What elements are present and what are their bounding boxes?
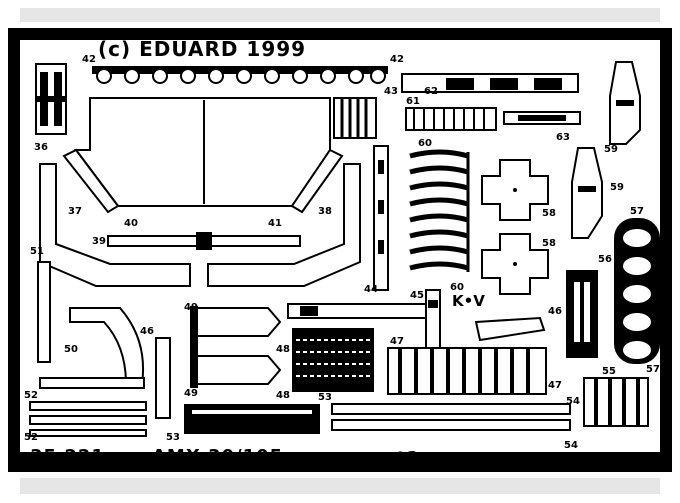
part-46-angled-strip	[474, 316, 546, 342]
part-label-61: 61	[406, 96, 420, 107]
part-36-bracket	[35, 63, 67, 135]
part-label-63: 63	[556, 132, 570, 143]
part-label-42a: 42	[82, 54, 96, 65]
part-51-vertical	[37, 261, 51, 363]
part-55-grille	[583, 377, 649, 427]
part-label-60b: 60	[450, 282, 464, 293]
part-label-55: 55	[602, 366, 616, 377]
part-label-49a: 49	[184, 302, 198, 313]
footer-code: 35 221	[30, 446, 105, 467]
part-label-41: 41	[268, 218, 282, 229]
part-47-ladder	[387, 347, 547, 395]
part-label-38: 38	[318, 206, 332, 217]
part-46-vertical	[155, 337, 171, 419]
part-label-59a: 59	[604, 144, 618, 155]
part-label-47b: 47	[548, 380, 562, 391]
part-label-52a: 52	[24, 390, 38, 401]
part-label-46a: 46	[140, 326, 154, 337]
part-label-49b: 49	[184, 388, 198, 399]
part-label-53a: 53	[318, 392, 332, 403]
part-59-bracket-lower	[571, 147, 603, 239]
part-label-62: 62	[424, 86, 438, 97]
part-label-44: 44	[364, 284, 378, 295]
part-60-links	[409, 149, 470, 272]
part-48-chain	[292, 328, 374, 392]
part-label-56: 56	[598, 254, 612, 265]
part-label-37: 37	[68, 206, 82, 217]
part-label-52b: 52	[24, 432, 38, 443]
kv-marking: K•V	[452, 292, 485, 310]
part-39-bar	[107, 232, 301, 250]
part-53-block	[184, 403, 571, 434]
part-label-43: 43	[384, 86, 398, 97]
part-label-58a: 58	[542, 208, 556, 219]
part-label-47a: 47	[390, 336, 404, 347]
part-label-40: 40	[124, 218, 138, 229]
part-52-bars	[29, 401, 147, 437]
part-label-36: 36	[34, 142, 48, 153]
part-label-54b: 54	[564, 440, 578, 451]
part-59-bracket-upper	[609, 61, 641, 145]
part-label-51: 51	[30, 246, 44, 257]
part-label-50: 50	[64, 344, 78, 355]
part-label-60a: 60	[418, 138, 432, 149]
part-58-cross-upper	[481, 159, 549, 221]
part-50-curve	[39, 307, 145, 389]
part-45-rod	[287, 289, 441, 361]
part-label-58b: 58	[542, 238, 556, 249]
part-37-frame	[39, 163, 191, 287]
part-44-strip	[373, 145, 389, 291]
part-label-39: 39	[92, 236, 106, 247]
part-label-57a: 57	[630, 206, 644, 217]
part-label-57b: 57	[646, 364, 660, 375]
part-label-54a: 54	[566, 396, 580, 407]
part-58-cross-lower	[481, 233, 549, 295]
part-label-45: 45	[410, 290, 424, 301]
part-label-48b: 48	[276, 390, 290, 401]
part-label-42b: 42	[390, 54, 404, 65]
footer-part: part2	[360, 448, 420, 469]
part-57-discs	[614, 218, 660, 364]
part-38-frame	[207, 163, 361, 287]
part-label-48a: 48	[276, 344, 290, 355]
part-49-plates	[190, 306, 282, 388]
part-62-strip	[401, 73, 579, 93]
part-label-53b: 53	[166, 432, 180, 443]
part-label-59b: 59	[610, 182, 624, 193]
part-63-strip	[503, 111, 581, 125]
part-42-hooks	[92, 66, 388, 84]
fret-bottom-band	[20, 478, 660, 494]
fret-top-band	[20, 8, 660, 22]
part-61-comb	[405, 107, 497, 131]
part-43-grille	[333, 97, 377, 139]
part-main-bin	[62, 97, 344, 214]
part-label-46b: 46	[548, 306, 562, 317]
footer-model: AMX 30/105	[152, 446, 283, 467]
sheet-title: (c) EDUARD 1999	[98, 37, 306, 61]
part-56-block	[566, 270, 598, 358]
